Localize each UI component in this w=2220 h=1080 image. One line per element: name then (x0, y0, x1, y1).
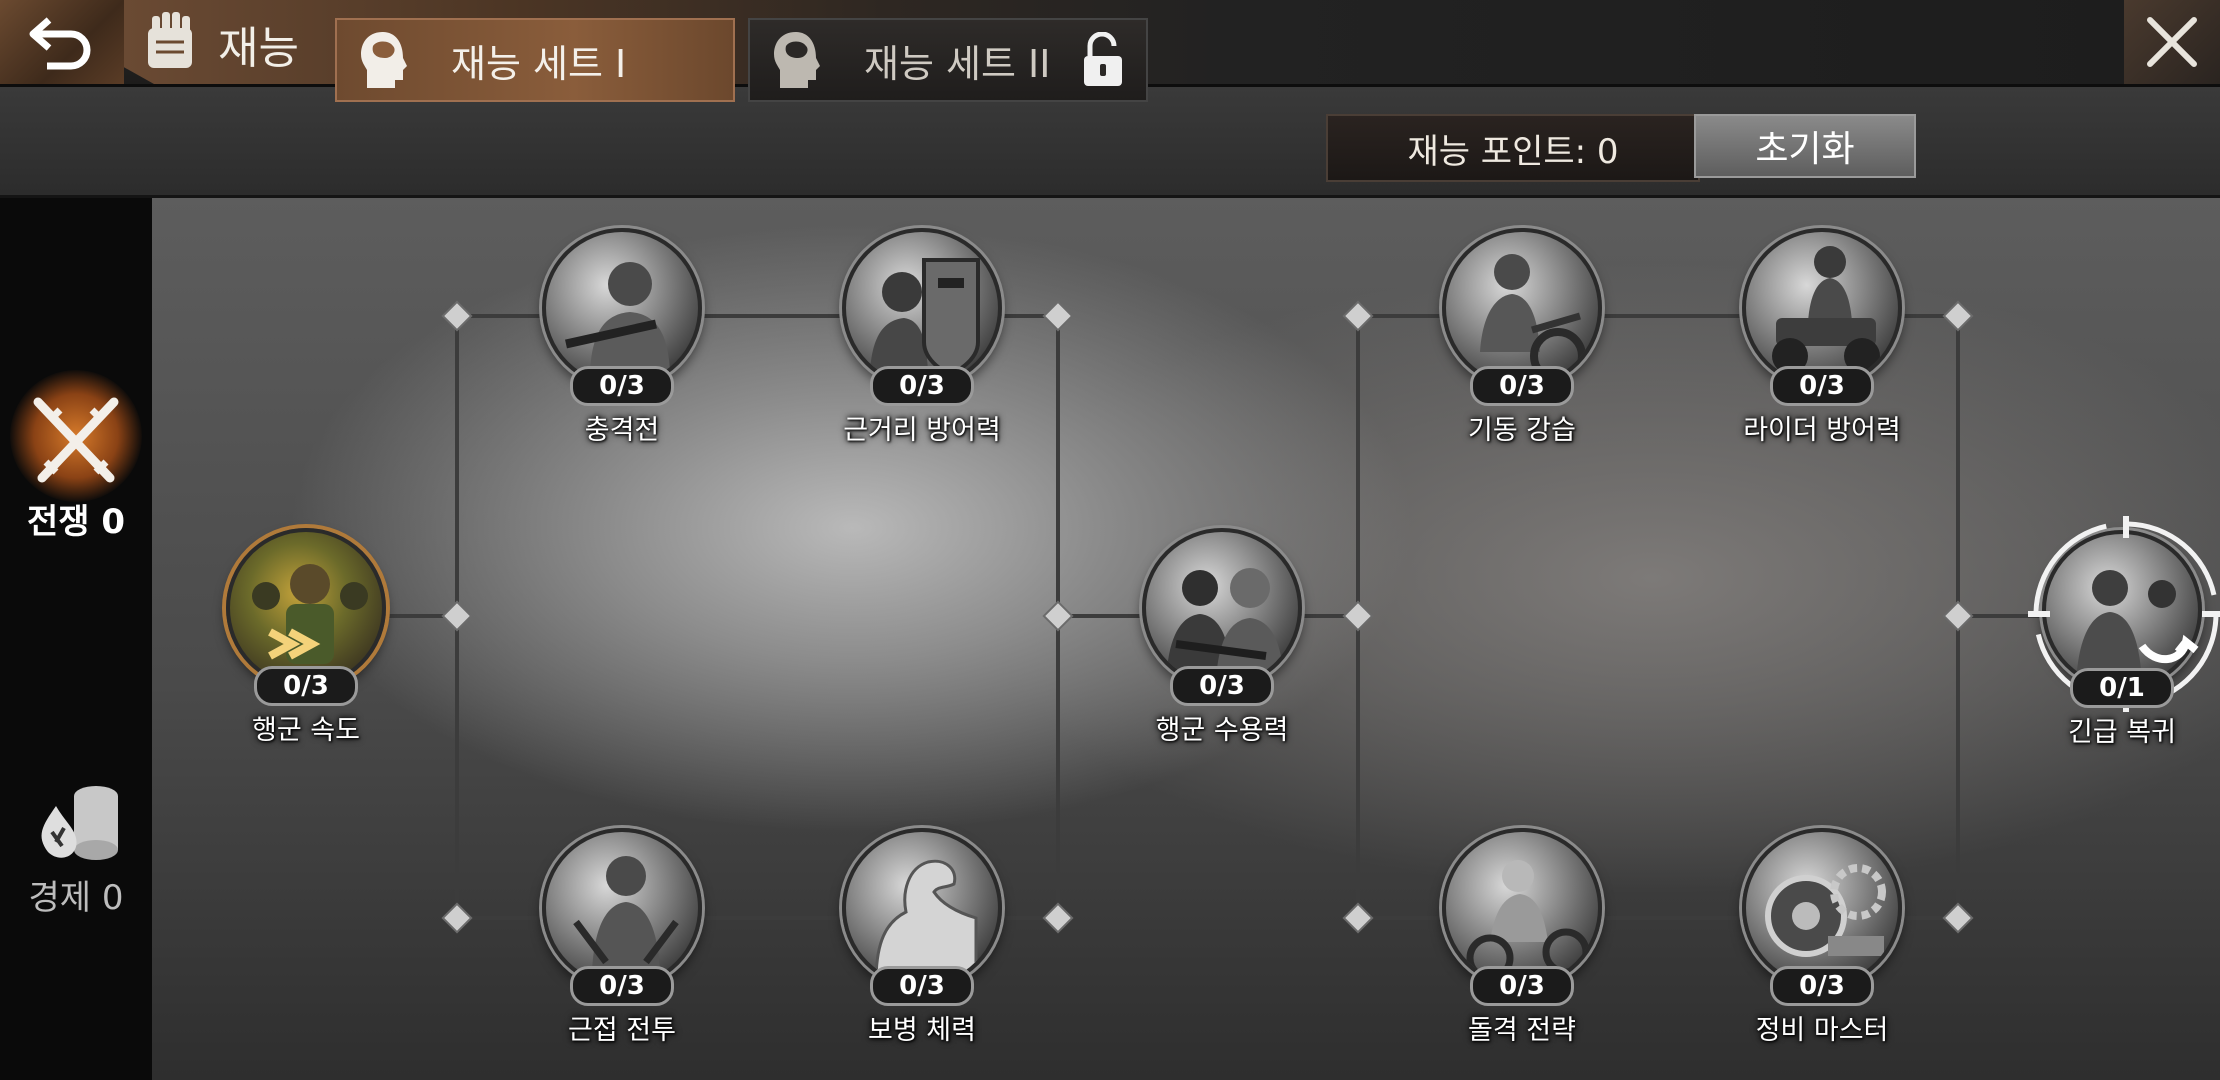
skill-march-capacity[interactable]: 0/3 행군 수용력 (1138, 528, 1306, 747)
reset-button[interactable]: 초기화 (1694, 114, 1916, 178)
skill-portrait (226, 528, 386, 688)
skill-shock-battle[interactable]: 0/3 충격전 (538, 228, 706, 447)
skill-portrait (1442, 228, 1602, 388)
skill-level: 0/3 (570, 366, 674, 406)
skill-level: 0/3 (870, 366, 974, 406)
skill-melee-combat[interactable]: 0/3 근접 전투 (538, 828, 706, 1047)
skill-name: 기동 강습 (1468, 415, 1576, 446)
skill-rider-defense[interactable]: 0/3 라이더 방어력 (1738, 228, 1906, 447)
skill-close-defense[interactable]: 0/3 근거리 방어력 (838, 228, 1006, 447)
flexed-arm-icon (874, 859, 978, 984)
skill-name: 행군 속도 (252, 715, 360, 746)
category-sidebar (0, 198, 152, 1080)
skill-level: 0/1 (2070, 668, 2174, 708)
talent-tree: 0/3 행군 속도 0/3 충격전 0/3 근거리 방어력 (152, 198, 2220, 1080)
close-x-icon (2147, 17, 2197, 67)
category-economy[interactable]: 경제 0 (0, 776, 152, 919)
category-war[interactable]: 전쟁 0 (0, 390, 152, 543)
skill-portrait (542, 828, 702, 988)
category-count: 0 (101, 502, 126, 542)
skill-level: 0/3 (1470, 966, 1574, 1006)
skill-level: 0/3 (1470, 366, 1574, 406)
category-label: 경제 (28, 878, 92, 918)
skill-charge-strategy[interactable]: 0/3 돌격 전략 (1438, 828, 1606, 1047)
atv-rider-icon (1772, 246, 1880, 374)
skill-level: 0/3 (1770, 966, 1874, 1006)
tire-gear-icon (1765, 864, 1886, 957)
skill-level: 0/3 (1770, 366, 1874, 406)
skill-portrait (842, 828, 1002, 988)
skill-name: 돌격 전략 (1468, 1015, 1576, 1046)
skill-level: 0/3 (870, 966, 974, 1006)
lock-open-icon (1084, 32, 1122, 86)
skill-level: 0/3 (570, 966, 674, 1006)
squad-icon (1166, 568, 1284, 682)
tab-talent-set-1[interactable]: 재능 세트 I (335, 18, 735, 102)
skill-maintenance-master[interactable]: 0/3 정비 마스터 (1738, 828, 1906, 1047)
skill-name: 행군 수용력 (1155, 715, 1289, 746)
soldiers-icon (252, 564, 368, 664)
skill-name: 정비 마스터 (1755, 1015, 1889, 1046)
back-arrow-icon (29, 17, 91, 70)
close-button[interactable] (2124, 0, 2220, 84)
category-count: 0 (101, 878, 124, 918)
riot-shield-icon (870, 258, 980, 377)
skill-portrait (2028, 516, 2220, 712)
skill-portrait (542, 228, 702, 388)
back-button[interactable] (0, 0, 124, 84)
page-title: 재능 (218, 23, 299, 74)
skill-portrait (1442, 828, 1602, 988)
tab-label: 재능 세트 II (864, 41, 1051, 86)
talent-points: 재능 포인트: 0 (1326, 114, 1700, 182)
skill-portrait (1742, 828, 1902, 988)
melee-fighter-icon (573, 856, 679, 972)
tab-label: 재능 세트 I (451, 41, 627, 86)
skill-infantry-health[interactable]: 0/3 보병 체력 (838, 828, 1006, 1047)
skill-name: 보병 체력 (868, 1015, 976, 1046)
skill-portrait (1742, 228, 1902, 388)
skill-portrait (842, 228, 1002, 388)
oil-barrel-icon (41, 786, 118, 860)
skill-portrait (1142, 528, 1302, 688)
tab-talent-set-2[interactable]: 재능 세트 II (748, 18, 1148, 102)
skill-name: 라이더 방어력 (1743, 415, 1901, 446)
skill-name: 근접 전투 (568, 1015, 676, 1046)
return-arrow-icon (2076, 570, 2199, 684)
brain-head-icon (774, 32, 820, 88)
skill-mobile-assault[interactable]: 0/3 기동 강습 (1438, 228, 1606, 447)
fist-icon (148, 12, 192, 68)
skill-emergency-return[interactable]: 0/1 긴급 복귀 (2028, 516, 2220, 749)
gunner-icon (565, 262, 670, 372)
skill-name: 충격전 (584, 415, 660, 446)
dirtbike-rider-icon (1466, 860, 1590, 982)
skill-name: 근거리 방어력 (843, 415, 1001, 446)
skill-march-speed[interactable]: 0/3 행군 속도 (222, 528, 390, 747)
skill-name: 긴급 복귀 (2068, 717, 2176, 748)
skill-level: 0/3 (1170, 666, 1274, 706)
skill-level: 0/3 (254, 666, 358, 706)
brain-head-icon (361, 32, 407, 88)
crossed-rifles-icon (33, 397, 119, 483)
category-label: 전쟁 (26, 502, 90, 542)
motorbike-rider-icon (1480, 254, 1586, 384)
